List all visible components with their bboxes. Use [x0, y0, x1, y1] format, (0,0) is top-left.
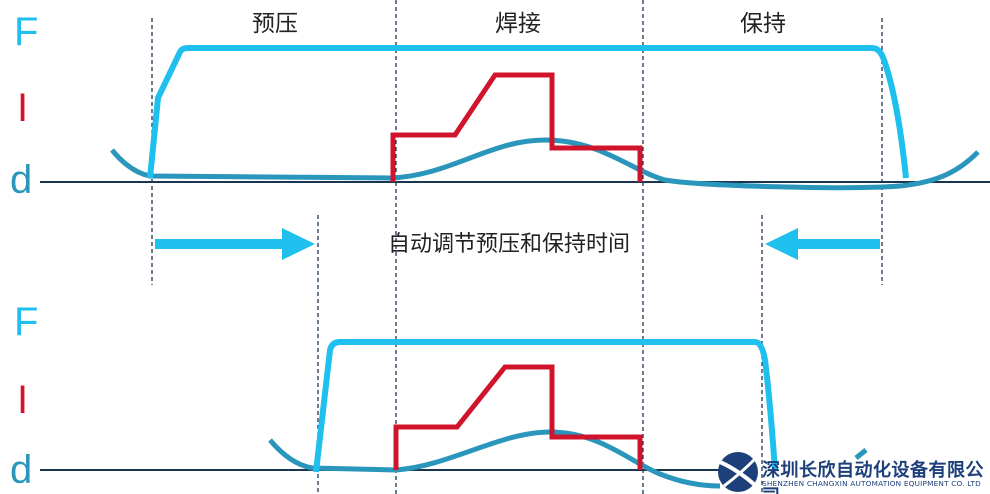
force-curve-bottom [313, 339, 778, 473]
current-curve-top [390, 72, 643, 182]
arrow-left-head [765, 228, 798, 260]
force-axis-label: F [14, 10, 39, 54]
displacement-curve-bottom-tail [854, 448, 868, 460]
company-logo-icon [718, 452, 758, 492]
phase-label-weld: 焊接 [495, 11, 541, 37]
displacement-curve-top [110, 137, 980, 191]
arrow-left-shaft [795, 239, 880, 249]
company-name-cn: 深圳长欣自动化设备有限公司 [762, 460, 984, 494]
current-curve-bottom [393, 364, 643, 470]
auto-adjust-note: 自动调节预压和保持时间 [388, 232, 631, 257]
arrow-right-head [282, 228, 315, 260]
displacement-curve-bottom [268, 429, 721, 489]
phase-label-hold: 保持 [740, 11, 786, 37]
displacement-axis-label: d [10, 158, 33, 202]
current-axis-label: I [17, 378, 29, 422]
force-axis-label: F [14, 300, 39, 344]
displacement-axis-label: d [10, 448, 33, 492]
force-curve-top [147, 45, 909, 179]
company-name-en: SHENZHEN CHANGXIN AUTOMATION EQUIPMENT C… [762, 479, 981, 488]
arrow-right-shaft [155, 239, 285, 249]
current-axis-label: I [17, 86, 29, 130]
phase-label-prepress: 预压 [252, 11, 298, 37]
